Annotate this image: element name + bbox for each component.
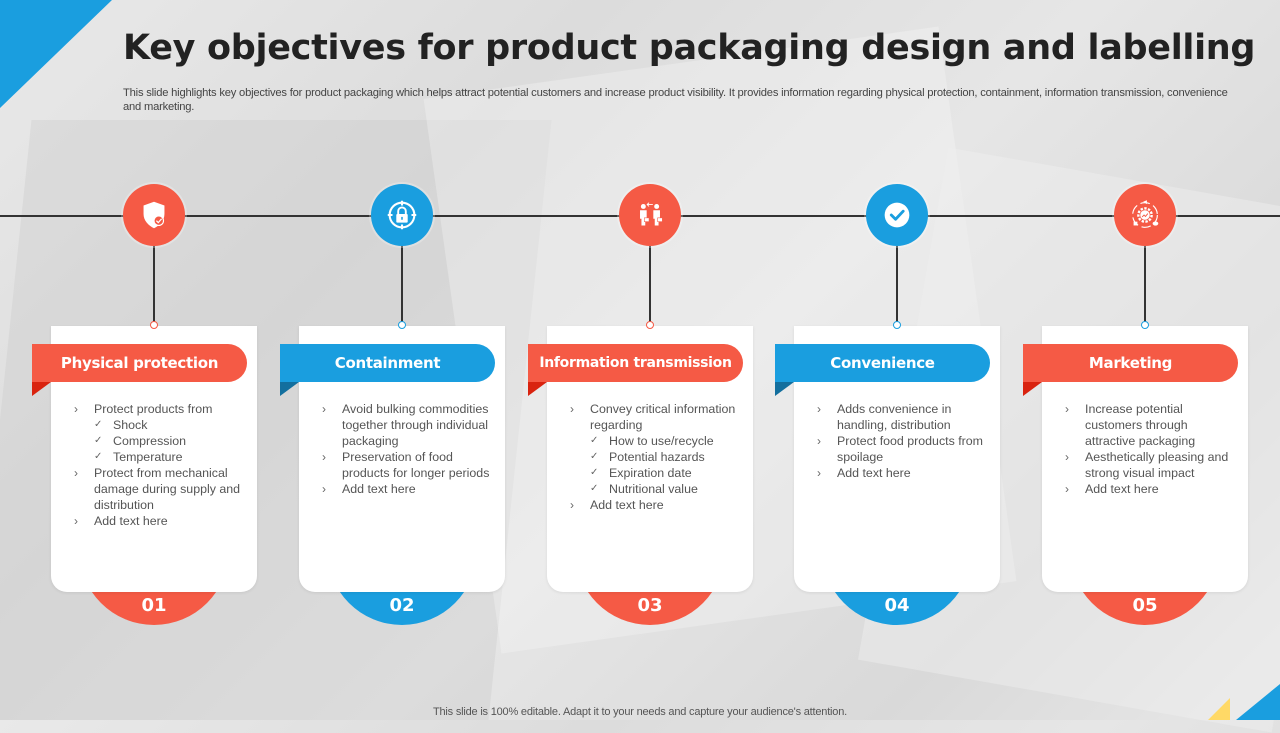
point: Protect from mechanical damage during su…: [74, 465, 249, 513]
objective-points: Increase potential customers through att…: [1065, 401, 1240, 497]
objective-number: 01: [141, 595, 167, 616]
point: Add text here: [1065, 481, 1240, 497]
slide-subtitle: This slide highlights key objectives for…: [123, 87, 1228, 113]
ribbon-fold: [1023, 382, 1042, 396]
objective-points: Protect products from Shock Compression …: [74, 401, 249, 529]
point: Protect products from Shock Compression …: [74, 401, 249, 465]
connector-line: [153, 246, 155, 322]
point: Convey critical information regarding Ho…: [570, 401, 745, 497]
point: Add text here: [817, 465, 992, 481]
objective-title-ribbon: Convenience: [775, 344, 990, 382]
objective-column-2: 02 Containment Avoid bulking commodities…: [280, 0, 512, 720]
objective-column-4: 04 Convenience Adds convenience in handl…: [775, 0, 1007, 720]
shield-check-icon: [123, 184, 185, 246]
people-exchange-icon: [619, 184, 681, 246]
connector-dot: [893, 321, 901, 329]
connector-dot: [1141, 321, 1149, 329]
point: Adds convenience in handling, distributi…: [817, 401, 992, 433]
sub-point: Temperature: [94, 449, 249, 465]
objective-title-ribbon: Containment: [280, 344, 495, 382]
corner-accent-blue-triangle: [0, 0, 112, 108]
sub-point: Nutritional value: [590, 481, 745, 497]
objective-number: 03: [637, 595, 663, 616]
sub-point: Potential hazards: [590, 449, 745, 465]
point: Add text here: [322, 481, 497, 497]
ribbon-fold: [775, 382, 794, 396]
point: Increase potential customers through att…: [1065, 401, 1240, 449]
objective-number: 04: [884, 595, 910, 616]
ribbon-fold: [528, 382, 547, 396]
objective-number: 05: [1132, 595, 1158, 616]
footer-note: This slide is 100% editable. Adapt it to…: [433, 706, 847, 718]
objective-column-1: 01 Physical protection Protect products …: [32, 0, 264, 720]
point: Add text here: [74, 513, 249, 529]
lock-target-icon: [371, 184, 433, 246]
point: Aesthetically pleasing and strong visual…: [1065, 449, 1240, 481]
sub-point: Compression: [94, 433, 249, 449]
sub-point: How to use/recycle: [590, 433, 745, 449]
objective-points: Adds convenience in handling, distributi…: [817, 401, 992, 481]
objective-number: 02: [389, 595, 415, 616]
objective-title-ribbon: Physical protection: [32, 344, 247, 382]
objective-title-ribbon: Information transmission: [528, 344, 743, 382]
point: Add text here: [570, 497, 745, 513]
objective-points: Avoid bulking commodities together throu…: [322, 401, 497, 497]
checkmark-icon: [866, 184, 928, 246]
sub-point: Shock: [94, 417, 249, 433]
point: Protect food products from spoilage: [817, 433, 992, 465]
connector-dot: [398, 321, 406, 329]
objective-points: Convey critical information regarding Ho…: [570, 401, 745, 513]
sub-point: Expiration date: [590, 465, 745, 481]
connector-dot: [150, 321, 158, 329]
objective-column-3: 03 Information transmission Convey criti…: [528, 0, 760, 720]
connector-line: [649, 246, 651, 322]
connector-dot: [646, 321, 654, 329]
corner-accent-blue-triangle-bottom: [1236, 684, 1280, 720]
ribbon-fold: [280, 382, 299, 396]
connector-line: [896, 246, 898, 322]
connector-line: [1144, 246, 1146, 322]
point: Preservation of food products for longer…: [322, 449, 497, 481]
connector-line: [401, 246, 403, 322]
objective-title-ribbon: Marketing: [1023, 344, 1238, 382]
corner-accent-yellow-triangle: [1208, 698, 1230, 720]
slide-title: Key objectives for product packaging des…: [123, 28, 1256, 68]
point: Avoid bulking commodities together throu…: [322, 401, 497, 449]
objective-column-5: 05 Marketing Increase potential customer…: [1023, 0, 1255, 720]
ribbon-fold: [32, 382, 51, 396]
marketing-gear-icon: [1114, 184, 1176, 246]
